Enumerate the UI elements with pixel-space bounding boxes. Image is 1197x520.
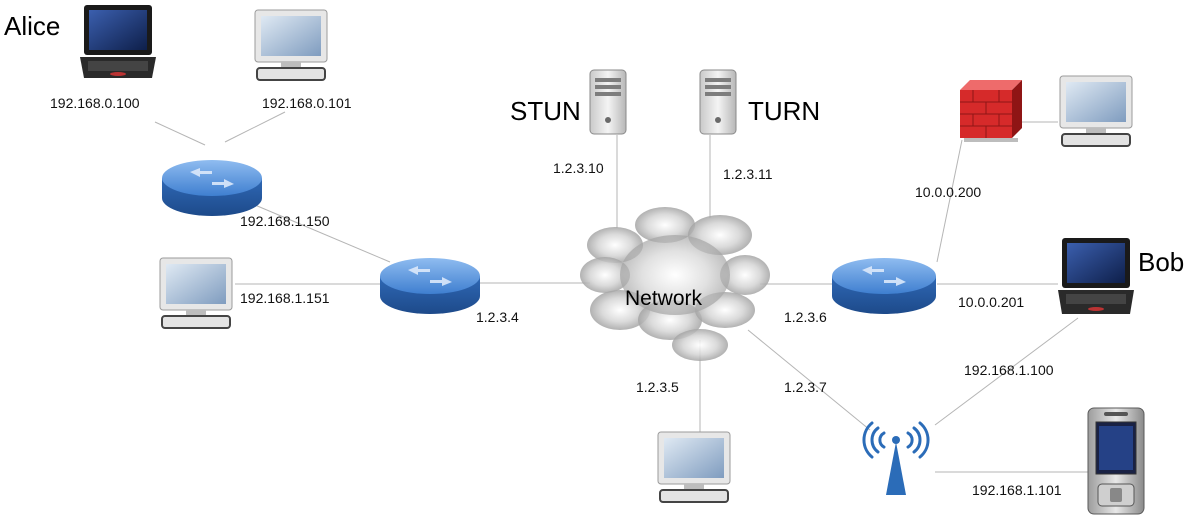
- link-network-wireless: [747, 329, 871, 431]
- router-arrows-icon: [408, 266, 452, 286]
- stun-server-icon: [589, 69, 627, 135]
- ip-turn: 1.2.3.11: [723, 166, 773, 182]
- stun-label: STUN: [510, 96, 581, 126]
- router-arrows-icon: [862, 266, 906, 286]
- ip-nat-outside: 1.2.3.4: [476, 309, 519, 325]
- ip-bob-router-outside: 1.2.3.6: [784, 309, 827, 325]
- ip-alice-desktop: 192.168.0.101: [262, 95, 352, 111]
- turn-server-icon: [699, 69, 737, 135]
- bob-label: Bob: [1138, 247, 1184, 277]
- router-nat: [380, 258, 480, 314]
- link-bob-router-firewall: [936, 139, 963, 263]
- router-alice-lan: [162, 160, 262, 216]
- alice-desktop-icon: [254, 9, 328, 81]
- network-cloud: Network: [580, 207, 770, 361]
- ip-stun: 1.2.3.10: [553, 160, 604, 176]
- alice-laptop-icon: [80, 5, 156, 78]
- network-label: Network: [625, 287, 703, 310]
- ip-firewall: 10.0.0.200: [915, 184, 981, 200]
- link-wireless-bob-laptop: [934, 317, 1079, 426]
- router-bob: [832, 258, 936, 314]
- ip-desktop-bottom: 1.2.3.5: [636, 379, 679, 395]
- ip-wireless-ap: 1.2.3.7: [784, 379, 827, 395]
- wireless-ap-icon: [862, 421, 930, 495]
- ip-bob-laptop-wifi: 192.168.1.100: [964, 362, 1054, 378]
- ip-alice-laptop: 192.168.0.100: [50, 95, 140, 111]
- ip-phone: 192.168.1.101: [972, 482, 1062, 498]
- ip-nat-inside: 192.168.1.150: [240, 213, 330, 229]
- router-arrows-icon: [190, 168, 234, 188]
- firewall-icon: [960, 80, 1022, 142]
- link-alice-desktop-router: [224, 111, 286, 143]
- ip-lan-desktop: 192.168.1.151: [240, 290, 330, 306]
- lan-desktop-icon: [159, 257, 233, 329]
- alice-label: Alice: [4, 11, 60, 41]
- bob-side-desktop-icon: [1059, 75, 1133, 147]
- bob-laptop-icon: [1058, 238, 1134, 314]
- turn-label: TURN: [748, 96, 820, 126]
- bottom-desktop-icon: [657, 431, 731, 503]
- link-alice-laptop-router: [154, 121, 206, 146]
- phone-icon: [1087, 407, 1145, 515]
- link-router1-router2: [254, 204, 391, 263]
- links: [154, 111, 1088, 473]
- ip-bob-laptop: 10.0.0.201: [958, 294, 1024, 310]
